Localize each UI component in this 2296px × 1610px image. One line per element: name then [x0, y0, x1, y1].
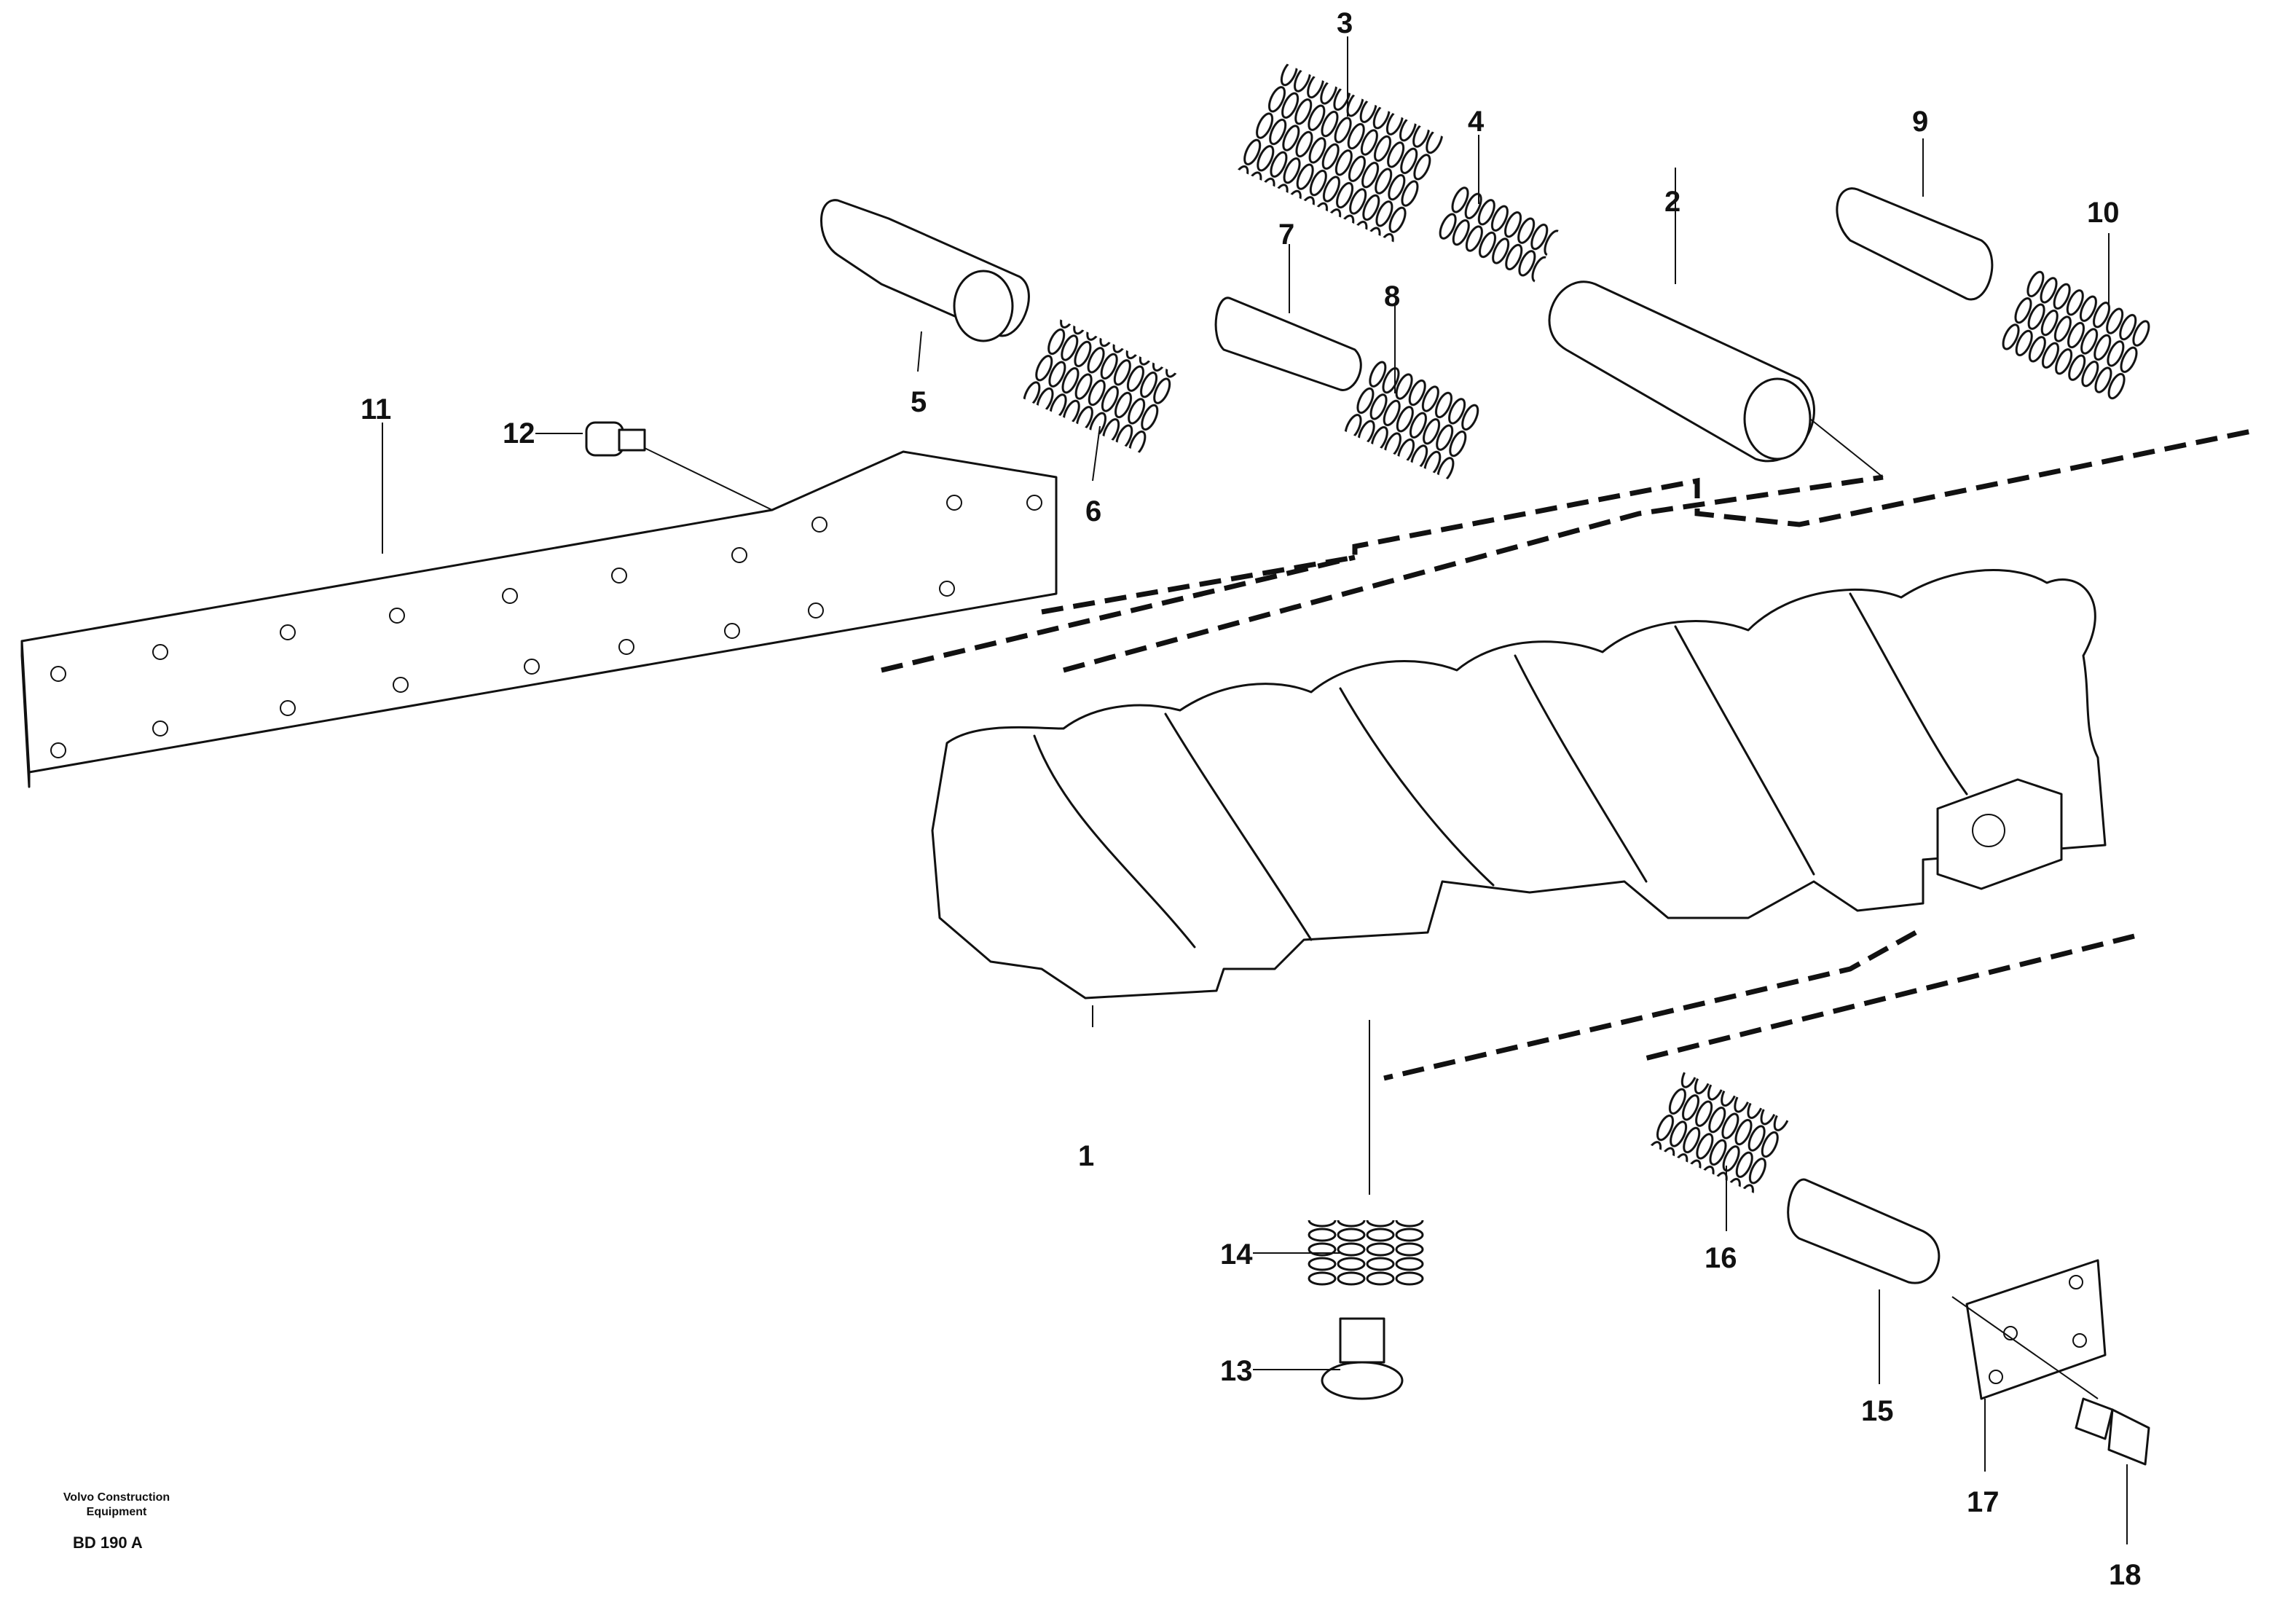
part-14-spring [1308, 1020, 1424, 1286]
callout-11: 11 [361, 393, 391, 425]
part-13-plug [1321, 1317, 1404, 1400]
part-10-spring [1998, 267, 2154, 403]
callout-7: 7 [1278, 219, 1294, 251]
footer: Volvo Construction Equipment BD 190 A [63, 1491, 170, 1552]
brand-line-2: Equipment [87, 1506, 147, 1518]
part-3-spring [1236, 63, 1444, 243]
part-1-valve-body [931, 569, 2107, 1000]
part-11-plate [20, 450, 1058, 788]
callout-16: 16 [1705, 1242, 1737, 1274]
callout-1: 1 [1078, 1140, 1094, 1172]
callout-12: 12 [503, 417, 535, 449]
callout-17: 17 [1967, 1486, 2000, 1518]
callout-13: 13 [1220, 1355, 1253, 1387]
part-7-plunger [1214, 297, 1362, 391]
part-15-plunger [1787, 1178, 1941, 1284]
callout-14: 14 [1220, 1238, 1253, 1271]
callout-labels: 1 2 3 4 5 6 7 8 9 10 11 12 13 14 15 16 1… [361, 7, 2142, 1591]
callout-6: 6 [1085, 495, 1101, 527]
part-6-spring [1022, 318, 1178, 454]
callout-8: 8 [1384, 280, 1400, 313]
part-12-screw [585, 421, 773, 511]
part-5-spool [820, 199, 1030, 342]
callout-2: 2 [1664, 186, 1680, 218]
part-8-spring [1343, 358, 1483, 480]
part-2-sleeve [1548, 280, 1884, 478]
callout-4: 4 [1468, 106, 1485, 138]
callout-9: 9 [1912, 106, 1928, 138]
part-4-spring [1435, 184, 1559, 283]
callout-18: 18 [2109, 1559, 2142, 1591]
callout-10: 10 [2087, 197, 2120, 229]
part-17-cover-plate [1965, 1259, 2107, 1400]
callout-5: 5 [911, 386, 927, 418]
part-16-spring [1649, 1072, 1789, 1194]
callout-3: 3 [1337, 7, 1353, 39]
plate-holes [50, 495, 1042, 758]
assembly-guide-lines [881, 427, 2259, 1081]
brand-line-1: Volvo Construction [63, 1491, 170, 1504]
leader-lines [382, 36, 2128, 1544]
part-9-plunger [1836, 187, 1994, 301]
drawing-code: BD 190 A [73, 1534, 143, 1552]
part-18-screw [1951, 1296, 2150, 1466]
callout-15: 15 [1861, 1395, 1894, 1427]
